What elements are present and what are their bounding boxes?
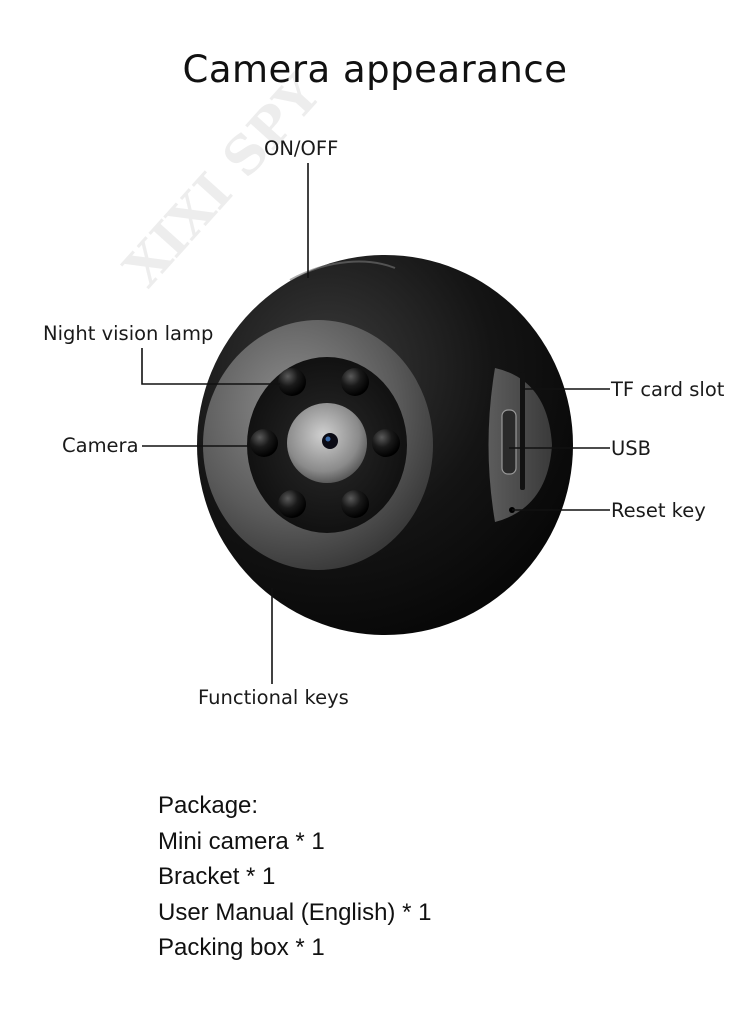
- night-vision-led: [372, 429, 400, 457]
- night-vision-led: [341, 490, 369, 518]
- camera-face: [247, 357, 407, 533]
- label-on-off: ON/OFF: [264, 137, 339, 160]
- package-heading: Package:: [158, 792, 259, 819]
- package-item: Mini camera * 1: [158, 827, 325, 855]
- label-night-vision-lamp: Night vision lamp: [43, 322, 214, 345]
- label-tf-card-slot: TF card slot: [611, 378, 725, 401]
- package-item: Packing box * 1: [158, 934, 325, 961]
- night-vision-led: [278, 490, 306, 518]
- label-camera: Camera: [62, 434, 139, 457]
- callout-lines: [141, 163, 610, 684]
- label-usb: USB: [611, 437, 652, 460]
- night-vision-led: [278, 368, 306, 396]
- package-list: Package: Mini camera * 1 Bracket * 1 Use…: [158, 788, 431, 966]
- package-item: Bracket * 1: [158, 863, 276, 890]
- package-item: User Manual (English) * 1: [158, 898, 432, 926]
- label-functional-keys: Functional keys: [198, 686, 349, 709]
- label-reset-key: Reset key: [611, 499, 706, 522]
- watermark-text: XIXI SPY: [112, 63, 333, 299]
- page-title: Camera appearance: [182, 48, 568, 91]
- night-vision-led: [250, 429, 278, 457]
- night-vision-led: [341, 368, 369, 396]
